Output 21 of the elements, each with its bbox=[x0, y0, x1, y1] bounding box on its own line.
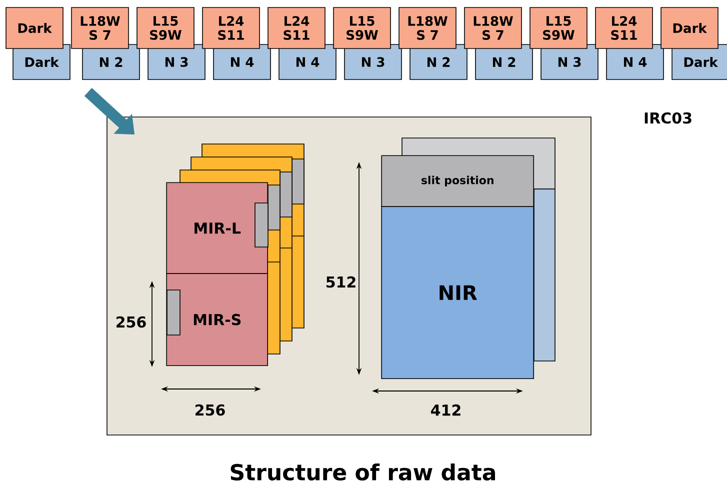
dimension-label: 256 bbox=[196, 404, 225, 416]
filter-box: L15 S9W bbox=[530, 7, 588, 49]
dimension-label: 256 bbox=[116, 316, 146, 328]
dimension-label: 512 bbox=[326, 276, 356, 288]
detector-box: MIR-L bbox=[166, 182, 268, 274]
filter-box: L24 S11 bbox=[595, 7, 653, 49]
filter-box: Dark bbox=[6, 7, 64, 49]
filter-box: L18W S 7 bbox=[464, 7, 522, 49]
filter-box: L24 S11 bbox=[202, 7, 260, 49]
panel-heading: IRC03 bbox=[644, 112, 692, 124]
filter-box: L24 S11 bbox=[268, 7, 326, 49]
filter-box: Dark bbox=[660, 7, 718, 49]
detector-box: MIR-S bbox=[166, 273, 268, 366]
filter-box: L15 S9W bbox=[136, 7, 194, 49]
detector-box: slit position bbox=[381, 155, 534, 207]
filter-box: L15 S9W bbox=[333, 7, 391, 49]
filter-box: L18W S 7 bbox=[71, 7, 129, 49]
title: Structure of raw data bbox=[230, 464, 495, 481]
dimension-label: 412 bbox=[431, 404, 460, 416]
filter-box: L18W S 7 bbox=[398, 7, 456, 49]
detector-box: NIR bbox=[381, 206, 534, 379]
